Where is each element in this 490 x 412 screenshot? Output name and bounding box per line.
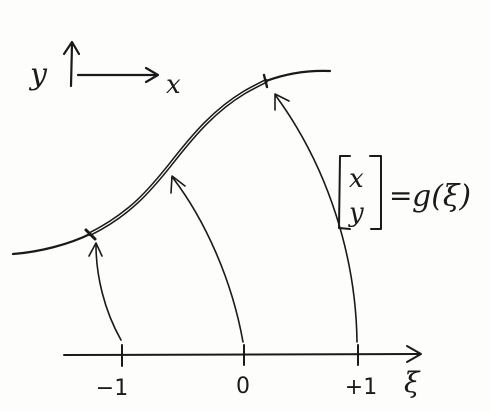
xi-axis-line: [63, 353, 419, 356]
function-label: g(ξ): [412, 179, 471, 214]
mapping-arrowhead-plus-one: [274, 93, 290, 111]
y-axis-label: y: [28, 57, 48, 92]
curve-endpoint-left: [84, 228, 97, 241]
x-axis-label: x: [166, 70, 181, 100]
curve-right-tail: [264, 69, 332, 83]
mapping-arrowhead-minus-one: [88, 242, 103, 257]
vector-top: x: [349, 164, 364, 194]
y-axis-arrowhead: [62, 40, 81, 56]
y-axis-arrow: [69, 42, 74, 88]
mapping-arrows: [88, 93, 358, 343]
curve-mapped-segment-highlight: [89, 80, 267, 235]
mapping-arrow-plus-one: [275, 95, 358, 343]
equals-sign: =: [389, 179, 412, 212]
curve-endpoint-right: [262, 73, 269, 89]
mapping-arrow-zero: [172, 177, 244, 343]
x-axis-arrowhead: [144, 66, 160, 84]
image-curve: [11, 69, 332, 256]
xi-axis: −1 0 +1 ξ: [63, 344, 422, 401]
vector-bottom: y: [348, 198, 364, 228]
mapping-arrowhead-zero: [170, 175, 186, 194]
bracket-left: [338, 155, 351, 230]
xi-tick-label-zero: 0: [236, 374, 250, 399]
axes-legend: y x: [28, 40, 181, 100]
mapping-label: x y = g(ξ): [338, 155, 471, 230]
xi-axis-label: ξ: [404, 366, 421, 399]
curve-left-tail: [11, 232, 92, 256]
xi-tick-label-minus-one: −1: [96, 376, 128, 401]
xi-tick-label-plus-one: +1: [345, 375, 377, 400]
bracket-right: [369, 155, 382, 230]
mapping-arrow-minus-one: [95, 244, 122, 341]
xi-axis-arrowhead: [406, 345, 422, 363]
